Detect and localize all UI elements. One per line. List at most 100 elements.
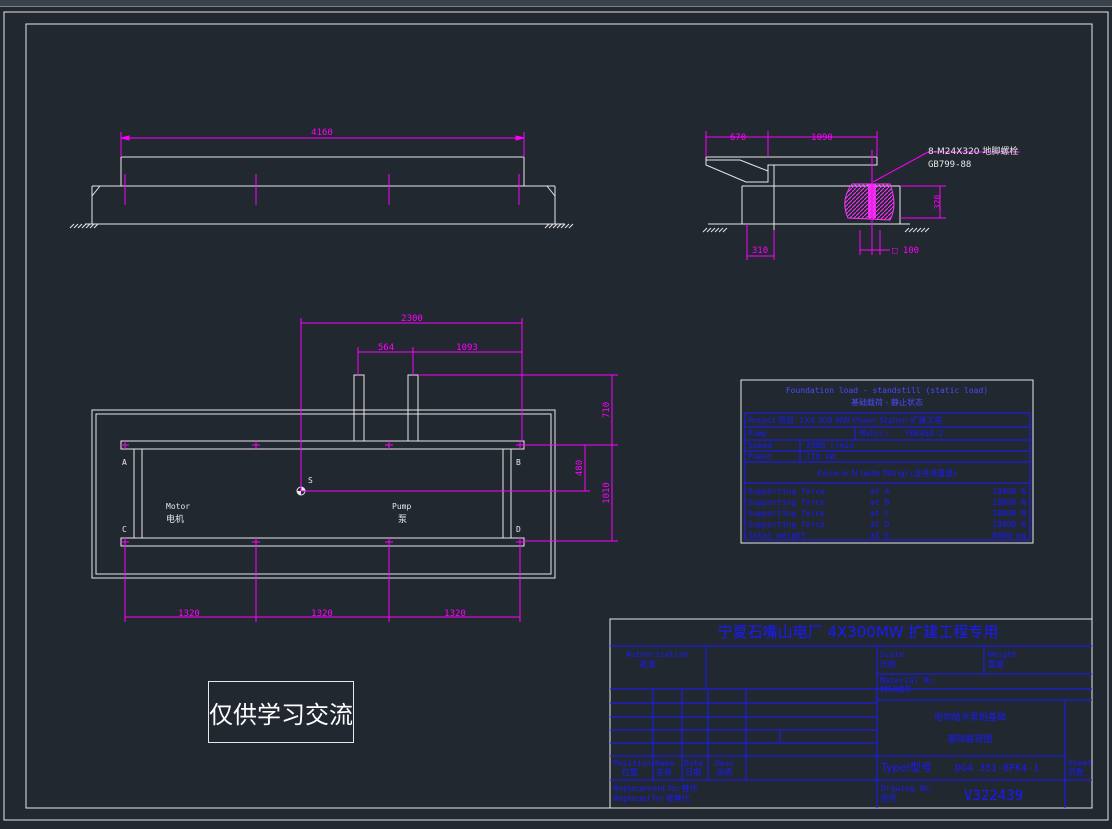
outer-border [3,11,1109,821]
dim-text-480: 480 [575,460,585,476]
plan-bolt-markers [121,441,524,546]
dim-text-2300: 2300 [401,314,423,324]
title-position-cn: 位置 [622,767,638,777]
ground-hatch-end-right [904,227,930,233]
load-row-label: Supporting force [748,520,825,529]
load-table [740,379,1034,544]
inner-border [25,23,1093,809]
title-name-cn: 名称 [656,767,672,777]
title-scale: Scale [880,650,904,659]
bolt-std-label: GB799-88 [928,160,971,170]
corner-label-c: C [122,525,127,534]
load-table-title-en: Foundation load - standstill (static loa… [786,386,988,395]
pump-label-cn: 泵 [398,514,407,525]
pipe-suction [353,374,365,442]
baseplate-end [705,156,878,183]
load-row-value: 18800 N [992,520,1026,529]
load-row-value: 18800 N [992,509,1026,518]
title-drawing-no-label: Drawing No. [881,784,934,793]
bolt-centerlines-side [124,174,520,205]
load-table-power-value: 710 kW [806,452,835,461]
title-drawing-no: V322439 [964,788,1023,804]
title-material: Material No. [880,676,938,685]
title-material-cn: 材料编号 [880,684,912,694]
title-authorization-cn: 批准 [640,659,656,669]
dim-text-4160: 4160 [311,128,333,138]
dim-text-320: 320 [933,195,942,210]
title-desc: Desc [715,759,734,768]
title-block-project: 宁夏石嘴山电厂 4X300MW 扩建工程专用 [718,623,999,641]
load-row-value: 8000 kg [992,531,1026,540]
title-type-label: Type/型号 [880,760,932,774]
dim-text-1010: 1010 [602,482,612,504]
ground-hatch-end-left [702,227,728,233]
foundation-outline-inner [95,413,552,575]
center-label-s: S [308,476,313,485]
load-table-speed-value: 2980 r/min [806,441,854,450]
ground-hatch-left [69,223,99,229]
motor-label-en: Motor [166,502,190,511]
corner-label-b: B [516,458,521,467]
foundation-chamfer [91,185,556,197]
load-table-rows: Supporting force at A 18800 N Supporting… [748,487,1026,540]
foundation-outline-outer [91,409,556,579]
dim-text-564: 564 [378,343,394,353]
foundation-side [85,185,565,225]
load-row-label: Total weight [748,531,806,540]
frame-post-right [502,448,512,539]
load-row-point: at C [870,509,889,518]
load-row-label: Supporting force [748,487,825,496]
dim-text-1090: 1090 [811,133,833,143]
pump-label-en: Pump [392,502,411,511]
dim-text-span3: 1320 [444,609,466,619]
end-view-dimensions [705,131,1020,260]
load-row-label: Supporting force [748,509,825,518]
viewport-top-strip [0,0,1112,6]
load-row-value: 18800 N [992,498,1026,507]
end-view [702,156,930,233]
title-drawing-no-cn: 图号 [881,794,897,803]
load-row-point: at S [870,531,889,540]
load-table-title-cn: 基础载荷 - 静止状态 [851,397,923,407]
dim-text-1093: 1093 [456,343,478,353]
load-table-motor-label: Motor: [860,429,889,438]
title-weight-cn: 重量 [988,659,1004,669]
side-view [69,156,574,229]
title-authorization: Authorization [626,650,689,659]
load-row-point: at B [870,498,889,507]
title-replaced: Replaced for 被替代 [613,793,690,803]
load-table-power-label: Power [748,452,772,461]
title-sheet-cn: 页数 [1068,767,1084,777]
title-date: Date [684,759,703,768]
plan-view [91,374,556,579]
title-sheet: Sheet [1068,759,1092,768]
load-table-pump-label: Pump [748,429,767,438]
load-row-label: Supporting force [748,498,825,507]
pipe-discharge [407,374,419,442]
frame-rail-top [120,440,525,450]
baseplate-side [120,156,525,187]
load-row-point: at D [870,520,889,529]
title-date-cn: 日期 [685,768,701,777]
load-table-force-header: Force in N (with filling) (含充液重量) [818,468,957,478]
motor-label-cn: 电机 [166,513,184,525]
title-weight: Weight [988,650,1017,659]
title-desc-cn: 说明 [716,767,732,777]
title-replacement: Replacement for 替代 [613,783,698,793]
drawing-title-line2: 基础载荷图 [947,733,992,745]
ground-hatch-right [544,223,574,229]
dim-text-span2: 1320 [311,609,333,619]
frame-rail-bottom [120,537,525,547]
plan-dimensions [124,318,618,622]
dimension-4160 [120,132,525,157]
title-scale-cn: 比例 [880,659,896,669]
watermark-text: 仅供学习交流 [209,700,353,729]
watermark-box: 仅供学习交流 [208,681,354,743]
foundation-end [708,185,910,225]
corner-label-a: A [122,458,127,467]
dim-text-span1: 1320 [178,609,200,619]
dim-text-square-100: □ 100 [892,246,919,256]
load-table-speed-label: Speed [748,441,772,450]
